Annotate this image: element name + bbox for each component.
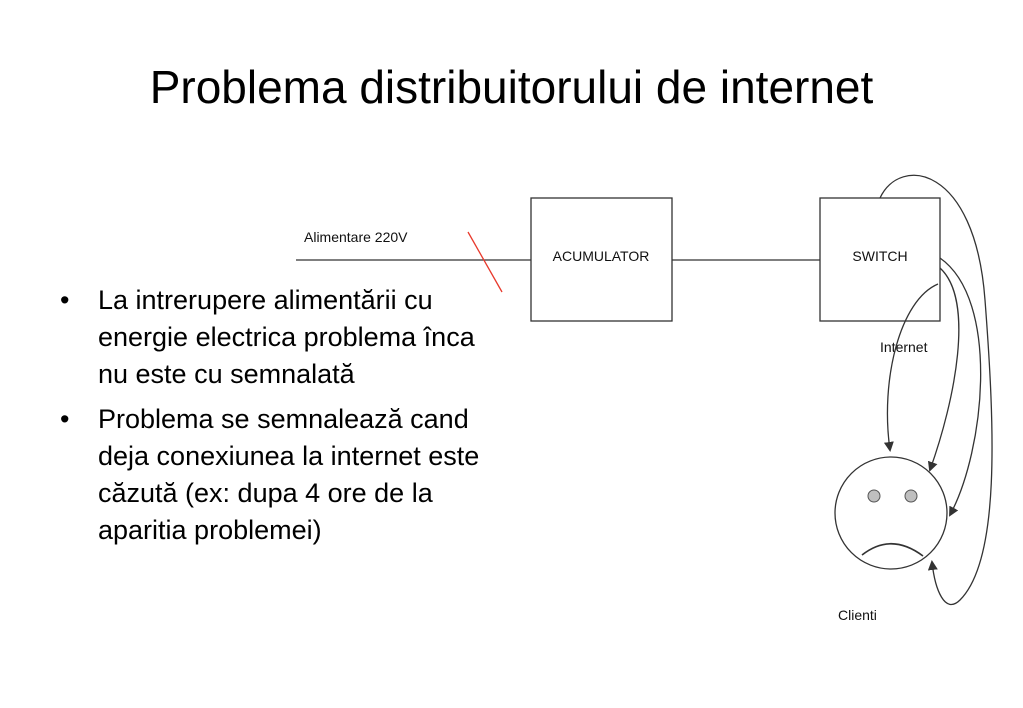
- cable-arrow-2: [927, 267, 960, 472]
- bullet-list: • La intrerupere alimentării cu energie …: [58, 282, 498, 557]
- accumulator-label: ACUMULATOR: [553, 248, 650, 264]
- switch-label: SWITCH: [852, 248, 907, 264]
- cable-arrow-1: [883, 283, 939, 452]
- slide-title: Problema distribuitorului de internet: [149, 61, 874, 113]
- bullet-text: Problema se semnalează cand deja conexiu…: [98, 404, 480, 545]
- sad-face-icon: [834, 456, 948, 570]
- bullet-item-problem-signaled: • Problema se semnalează cand deja conex…: [58, 401, 498, 549]
- power-cut-mark: [467, 231, 503, 293]
- bullet-glyph: •: [60, 285, 70, 315]
- cable-arrow-3: [939, 257, 982, 517]
- power-label: Alimentare 220V: [304, 229, 408, 245]
- bullet-item-power-interruption: • La intrerupere alimentării cu energie …: [58, 282, 498, 393]
- bullet-glyph: •: [60, 404, 70, 434]
- internet-label: Internet: [880, 339, 928, 355]
- bullet-text: La intrerupere alimentării cu energie el…: [98, 285, 475, 389]
- cable-arrow-4: [879, 174, 993, 606]
- clients-label: Clienti: [838, 607, 877, 623]
